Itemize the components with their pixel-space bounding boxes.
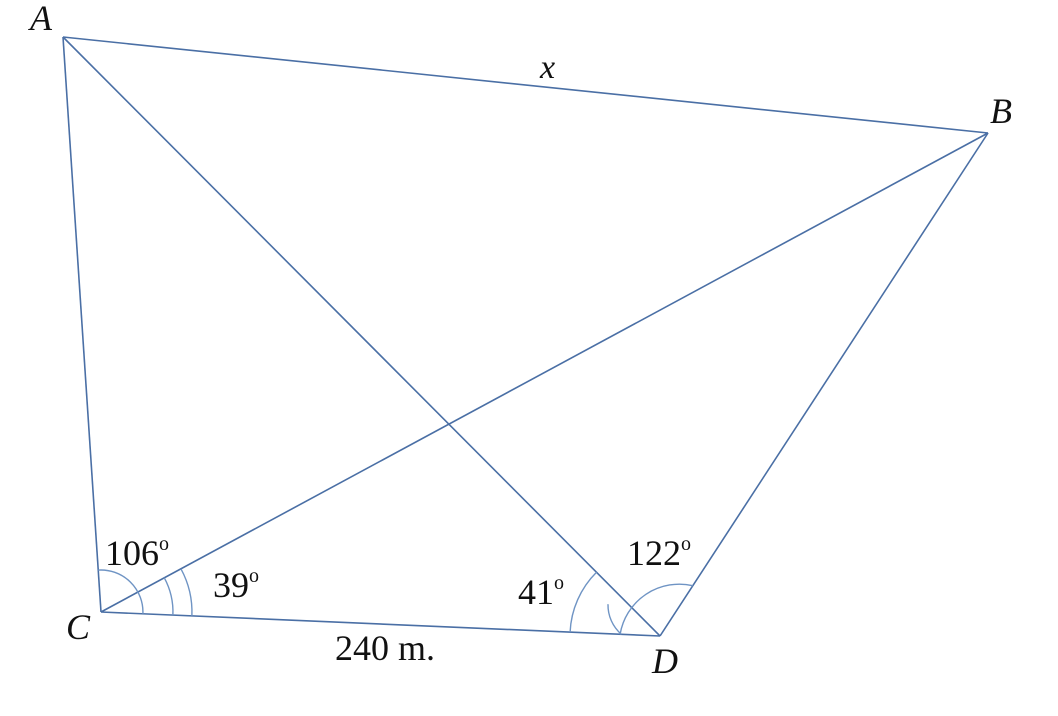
angle-value-adc: 41	[518, 572, 554, 612]
degree-mark-acd: o	[159, 533, 169, 555]
side-label-cd: 240 m.	[335, 628, 435, 668]
vertex-label-d: D	[651, 641, 678, 681]
angle-arc-adc	[569, 571, 597, 633]
vertex-label-c: C	[66, 607, 91, 647]
angle-arc-bdc-outer	[619, 583, 693, 635]
segment-cd	[100, 611, 661, 637]
vertex-label-b: B	[990, 91, 1012, 131]
angle-value-acd: 106	[105, 533, 159, 573]
vertex-label-a: A	[28, 0, 53, 38]
angle-arc-bcd-outer	[180, 568, 193, 616]
angle-arc-bdc	[607, 604, 622, 635]
degree-mark-bcd: o	[249, 565, 259, 587]
angle-label-acd: 106o	[105, 533, 169, 573]
angle-label-bdc: 122o	[627, 533, 691, 573]
angle-value-bcd: 39	[213, 565, 249, 605]
segment-bc	[100, 132, 989, 613]
angle-arc-acd	[98, 569, 144, 614]
degree-mark-bdc: o	[681, 533, 691, 555]
degree-mark-adc: o	[554, 572, 564, 594]
side-label-ab: x	[539, 49, 555, 86]
segment-ad	[62, 36, 661, 637]
segment-ab	[62, 36, 989, 134]
angle-arc-bcd	[163, 577, 174, 616]
segment-ac	[62, 36, 102, 613]
angle-label-bcd: 39o	[213, 565, 259, 605]
angle-value-bdc: 122	[627, 533, 681, 573]
angle-label-adc: 41o	[518, 572, 564, 612]
segment-bd	[659, 132, 989, 637]
